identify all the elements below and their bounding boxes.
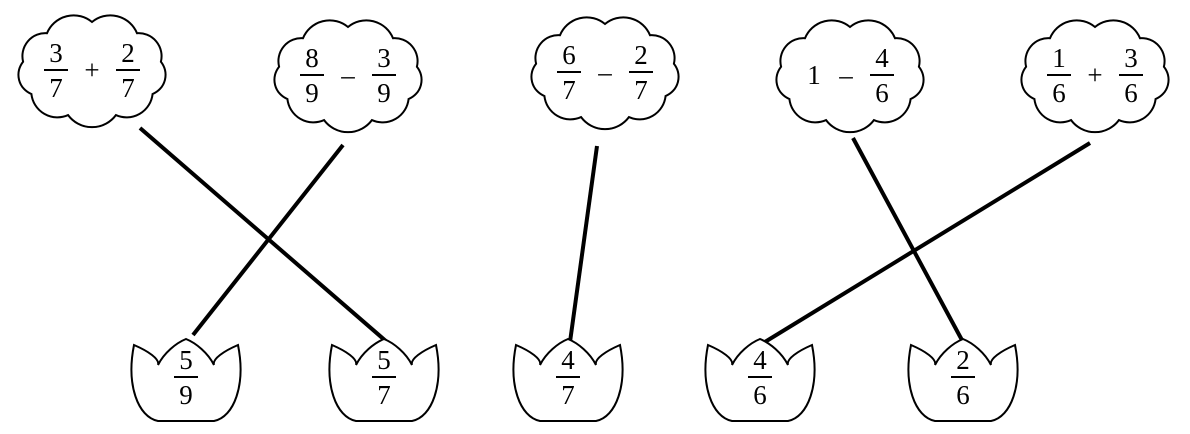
cloud-fraction-numerator: 4 xyxy=(875,43,889,73)
cloud-fraction-denominator: 9 xyxy=(305,78,319,108)
cloud-fraction-numerator: 3 xyxy=(377,43,391,73)
connection-line-cloud2-to-tulip1 xyxy=(191,143,345,337)
tulip-fraction-numerator: 4 xyxy=(561,345,575,375)
operator-sign: – xyxy=(597,57,612,87)
tulip-fraction-denominator: 6 xyxy=(753,380,767,410)
tulip-shape xyxy=(512,337,624,422)
expression-cloud-1: 3 7 +2 7 xyxy=(17,14,167,129)
connection-line-cloud4-to-tulip5 xyxy=(851,137,965,343)
cloud-fraction-numerator: 3 xyxy=(1124,43,1138,73)
cloud-shape xyxy=(1020,19,1170,134)
connection-line-cloud3-to-tulip3 xyxy=(568,145,599,343)
cloud-fraction-numerator: 8 xyxy=(305,43,319,73)
tulip-fraction-numerator: 4 xyxy=(753,345,767,375)
cloud-fraction-numerator: 1 xyxy=(1052,43,1066,73)
answer-tulip-1: 59 xyxy=(130,337,242,422)
tulip-fraction-denominator: 7 xyxy=(561,380,575,410)
answer-tulip-4: 46 xyxy=(704,337,816,422)
answer-tulip-2: 57 xyxy=(328,337,440,422)
expression-cloud-3: 6 7–2 7 xyxy=(530,16,680,131)
cloud-fraction-numerator: 3 xyxy=(49,38,63,68)
answer-tulip-5: 26 xyxy=(907,337,1019,422)
answer-tulip-3: 47 xyxy=(512,337,624,422)
cloud-fraction-denominator: 7 xyxy=(121,73,135,103)
expression-cloud-4: 1–4 6 xyxy=(775,19,925,134)
cloud-fraction-denominator: 6 xyxy=(875,78,889,108)
cloud-fraction-denominator: 7 xyxy=(634,75,648,105)
tulip-fraction-denominator: 6 xyxy=(956,380,970,410)
expression-cloud-5: 1 6 +3 6 xyxy=(1020,19,1170,134)
tulip-fraction-numerator: 5 xyxy=(179,345,193,375)
cloud-fraction-denominator: 6 xyxy=(1124,78,1138,108)
tulip-shape xyxy=(328,337,440,422)
tulip-fraction-numerator: 5 xyxy=(377,345,391,375)
cloud-fraction-numerator: 6 xyxy=(562,40,576,70)
operator-sign: – xyxy=(838,60,853,90)
connection-lines xyxy=(138,126,1092,347)
cloud-shape xyxy=(775,19,925,134)
tulip-fraction-numerator: 2 xyxy=(956,345,970,375)
connection-line-cloud1-to-tulip2 xyxy=(138,126,389,344)
cloud-shape xyxy=(17,14,167,129)
cloud-shape xyxy=(530,16,680,131)
tulip-fraction-denominator: 9 xyxy=(179,380,193,410)
cloud-shape xyxy=(273,19,423,134)
cloud-fraction-denominator: 6 xyxy=(1052,78,1066,108)
expression-cloud-2: 8 9–3 9 xyxy=(273,19,423,134)
cloud-fraction-denominator: 9 xyxy=(377,78,391,108)
tulip-fraction-denominator: 7 xyxy=(377,380,391,410)
whole-number: 1 xyxy=(807,60,821,90)
connection-line-cloud5-to-tulip4 xyxy=(758,141,1092,347)
operator-sign: – xyxy=(340,60,355,90)
tulip-shape xyxy=(130,337,242,422)
cloud-fraction-denominator: 7 xyxy=(562,75,576,105)
cloud-fraction-numerator: 2 xyxy=(634,40,648,70)
tulip-shape xyxy=(704,337,816,422)
cloud-fraction-numerator: 2 xyxy=(121,38,135,68)
tulip-shape xyxy=(907,337,1019,422)
operator-sign: + xyxy=(84,55,99,85)
cloud-fraction-denominator: 7 xyxy=(49,73,63,103)
operator-sign: + xyxy=(1087,60,1102,90)
